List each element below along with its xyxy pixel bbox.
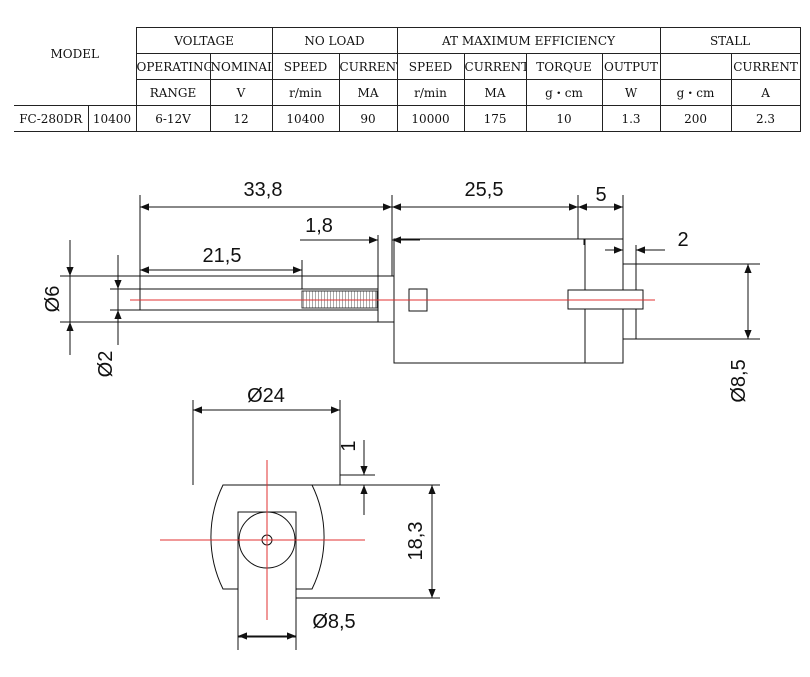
dim-label-21-5: 21,5 bbox=[203, 245, 242, 267]
front-view bbox=[160, 400, 440, 650]
cell-model-code: 10400 bbox=[87, 105, 137, 132]
front-view-labels: Ø24 1 18,3 Ø8,5 bbox=[247, 385, 427, 633]
dim-label-d24: Ø24 bbox=[247, 385, 285, 407]
header-operating: OPERATING bbox=[135, 53, 211, 80]
dim-label-d8-5-front: Ø8,5 bbox=[312, 611, 355, 633]
dim-label-1-8: 1,8 bbox=[305, 215, 333, 237]
cell-torque: 10 bbox=[525, 105, 603, 132]
unit-rpm-2: r/min bbox=[396, 79, 465, 106]
dim-label-18-3: 18,3 bbox=[405, 522, 427, 561]
no-load-header: NO LOAD bbox=[271, 27, 398, 54]
cell-eff-current: 175 bbox=[463, 105, 527, 132]
header-stall-current: CURRENT bbox=[730, 53, 801, 80]
header-nominal: NOMINAL bbox=[209, 53, 273, 80]
dim-label-2: 2 bbox=[677, 229, 688, 251]
unit-rpm-1: r/min bbox=[271, 79, 340, 106]
header-eff-speed: SPEED bbox=[396, 53, 465, 80]
side-view bbox=[60, 195, 760, 364]
header-stall-torque bbox=[659, 53, 732, 80]
dim-label-d6: Ø6 bbox=[42, 286, 64, 313]
header-output: OUTPUT bbox=[601, 53, 661, 80]
cell-stall-torque: 200 bbox=[659, 105, 732, 132]
voltage-header: VOLTAGE bbox=[135, 27, 273, 54]
dim-label-d2: Ø2 bbox=[95, 351, 117, 378]
side-view-labels: 33,8 25,5 5 1,8 2 21,5 Ø6 Ø2 Ø8,5 bbox=[42, 179, 750, 403]
spec-table: MODEL VOLTAGE NO LOAD AT MAXIMUM EFFICIE… bbox=[14, 27, 801, 132]
unit-watt: W bbox=[601, 79, 661, 106]
cell-stall-current: 2.3 bbox=[730, 105, 801, 132]
cell-operating-range: 6-12V bbox=[135, 105, 211, 132]
unit-gcm-1: g・cm bbox=[525, 79, 603, 106]
model-header: MODEL bbox=[14, 27, 137, 80]
unit-amp: A bbox=[730, 79, 801, 106]
dim-label-25-5: 25,5 bbox=[465, 179, 504, 201]
unit-range: RANGE bbox=[135, 79, 211, 106]
cell-no-load-speed: 10400 bbox=[271, 105, 340, 132]
header-no-load-current: CURRENT bbox=[338, 53, 398, 80]
cell-nominal-voltage: 12 bbox=[209, 105, 273, 132]
header-torque: TORQUE bbox=[525, 53, 603, 80]
stall-header: STALL bbox=[659, 27, 801, 54]
cell-no-load-current: 90 bbox=[338, 105, 398, 132]
cell-output: 1.3 bbox=[601, 105, 661, 132]
dim-label-1: 1 bbox=[338, 440, 360, 451]
dim-label-33-8: 33,8 bbox=[244, 179, 283, 201]
dim-label-5: 5 bbox=[595, 184, 606, 206]
bearing-boss bbox=[377, 275, 395, 323]
cell-eff-speed: 10000 bbox=[396, 105, 465, 132]
dim-label-d8-5: Ø8,5 bbox=[728, 359, 750, 402]
header-no-load-speed: SPEED bbox=[271, 53, 340, 80]
